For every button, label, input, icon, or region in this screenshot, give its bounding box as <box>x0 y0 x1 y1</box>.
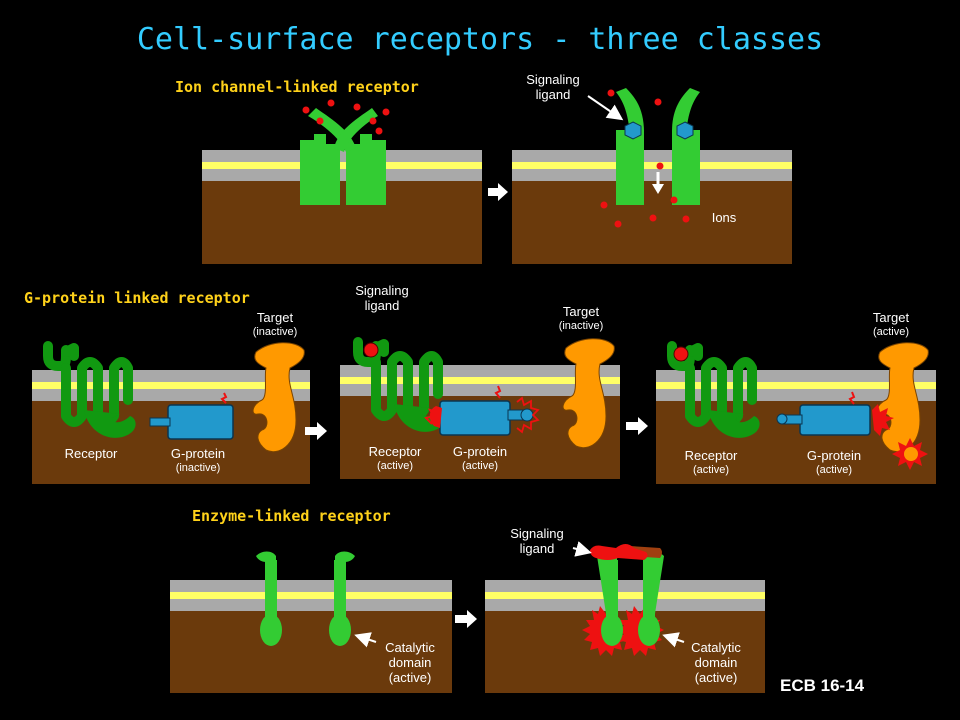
label-gprotein-3-state: (active) <box>815 464 853 476</box>
enzyme-panel-right <box>485 541 765 693</box>
enzyme-arrow <box>455 610 477 628</box>
label-gprotein-2-state: (active) <box>461 460 499 472</box>
label-gprotein-1: G-protein (inactive) <box>158 446 238 476</box>
ion-panel-left <box>202 99 482 264</box>
label-receptor-3: Receptor (active) <box>676 448 746 478</box>
gprotein-panel-1 <box>32 341 310 484</box>
label-target-2: Target (inactive) <box>550 304 612 334</box>
figure-reference: ECB 16-14 <box>780 676 865 695</box>
section-title-g-protein: G-protein linked receptor <box>24 289 250 307</box>
label-receptor-2-name: Receptor <box>368 444 422 459</box>
label-receptor-2: Receptor (active) <box>360 444 430 474</box>
label-target-1-name: Target <box>256 310 294 325</box>
label-receptor-2-state: (active) <box>376 460 414 472</box>
label-target-1-state: (inactive) <box>252 326 298 338</box>
page-title: Cell-surface receptors - three classes <box>136 22 824 57</box>
label-catalytic-domain-2: Catalytic domain (active) <box>691 640 741 685</box>
label-target-2-state: (inactive) <box>558 320 604 332</box>
gprotein-panel-2 <box>340 337 620 479</box>
label-catalytic-domain-1: Catalytic domain (active) <box>385 640 435 685</box>
section-title-enzyme: Enzyme-linked receptor <box>192 507 391 525</box>
label-gprotein-3: G-protein (active) <box>794 448 874 478</box>
label-receptor-1: Receptor <box>64 446 118 461</box>
label-gprotein-2: G-protein (active) <box>440 444 520 474</box>
label-signaling-ligand-enzyme: Signaling ligand <box>510 526 564 556</box>
gprotein-arrow-1 <box>305 422 327 440</box>
gprotein-panel-3 <box>656 341 936 484</box>
label-gprotein-1-state: (inactive) <box>175 462 221 474</box>
label-receptor-3-state: (active) <box>692 464 730 476</box>
label-ions: Ions <box>711 210 737 225</box>
label-gprotein-3-name: G-protein <box>806 448 862 463</box>
label-signaling-ligand-gprotein: Signaling ligand <box>355 283 409 313</box>
label-receptor-3-name: Receptor <box>684 448 738 463</box>
label-signaling-ligand-ion: Signaling ligand <box>526 72 580 102</box>
label-target-3-state: (active) <box>872 326 910 338</box>
label-target-2-name: Target <box>562 304 600 319</box>
section-title-ion-channel: Ion channel-linked receptor <box>175 78 419 96</box>
gprotein-arrow-2 <box>626 417 648 435</box>
ion-arrow <box>488 183 508 201</box>
label-target-1: Target (inactive) <box>244 310 306 340</box>
ion-panel-right <box>512 88 792 264</box>
label-gprotein-1-name: G-protein <box>170 446 226 461</box>
label-target-3: Target (active) <box>860 310 922 340</box>
label-target-3-name: Target <box>872 310 910 325</box>
enzyme-panel-left <box>170 551 452 693</box>
label-gprotein-2-name: G-protein <box>452 444 508 459</box>
